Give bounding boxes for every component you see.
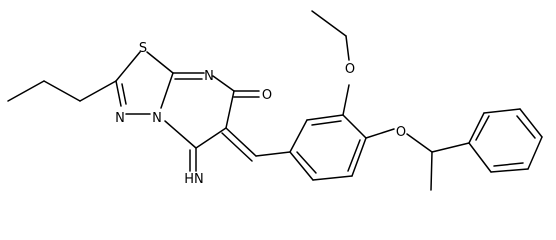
bond-ph3-inner <box>516 115 536 139</box>
bond-oethoxy-ch2 <box>345 35 350 61</box>
bond-s-c7a <box>146 51 174 74</box>
phenylethoxy-group <box>365 128 470 191</box>
bond-ph5 <box>490 168 529 173</box>
atom-label-n8: N <box>204 69 214 84</box>
structure-svg: S N N N O O O HN <box>7 10 543 191</box>
thiadiazole-ring <box>115 51 174 115</box>
bond-ph3 <box>519 108 543 138</box>
propyl-group <box>7 80 117 102</box>
bond-ar-oether <box>365 128 395 139</box>
bond-c7-c6 <box>225 90 235 129</box>
molecule-diagram: S N N N O O O HN <box>7 10 543 191</box>
bond-ethyl <box>311 10 347 37</box>
bond-ar4 <box>351 137 367 177</box>
bond-ar2 <box>306 114 344 121</box>
atom-label-imine: HN <box>184 172 204 187</box>
benzene-ring-central <box>289 114 367 181</box>
bond-ar5 <box>312 175 353 181</box>
bond-ph2 <box>483 108 521 114</box>
bond-c6-c5 <box>195 127 227 149</box>
ethoxy-group <box>311 10 350 116</box>
bond-c7a-n4 <box>160 72 174 109</box>
bond-ph4 <box>527 136 543 170</box>
bond-c2-s <box>115 51 141 82</box>
phenyl-ring <box>468 108 543 173</box>
bond-c2-n3-double <box>121 83 127 105</box>
bond-ar6-inner <box>296 151 317 174</box>
bond-propyl-1 <box>7 80 45 102</box>
bond-ph6 <box>468 142 492 173</box>
bond-propyl-2 <box>43 80 81 102</box>
bond-ph1-inner <box>475 115 490 141</box>
atom-label-n4: N <box>152 111 162 126</box>
pyrimidine-ring <box>164 72 235 149</box>
atom-labels: S N N N O O O HN <box>115 41 406 187</box>
bond-ch-methyl <box>430 151 433 191</box>
bond-ch-aryl <box>255 151 291 157</box>
bond-methylidene-double <box>221 132 253 162</box>
atom-label-n3: N <box>115 111 125 126</box>
bond-ph5-inner <box>493 162 524 167</box>
bond-c2-n3 <box>115 80 122 107</box>
bond-n8-c7 <box>212 75 235 92</box>
bond-ar-oethoxy <box>342 84 350 116</box>
bond-methylidene <box>225 127 257 157</box>
atom-label-o-carbonyl: O <box>262 88 272 103</box>
bond-propyl-3 <box>79 80 117 102</box>
bond-ar4-inner <box>347 139 361 172</box>
atom-label-o-ethoxy: O <box>345 62 355 77</box>
bond-ch-phenyl <box>431 142 470 153</box>
bond-ar2-inner <box>311 120 342 126</box>
bond-ar3 <box>342 114 367 139</box>
bond-oether-ch <box>406 133 433 153</box>
bond-c5-n4 <box>164 120 197 149</box>
atom-label-o-ether: O <box>396 125 406 140</box>
bond-ar1 <box>289 119 308 153</box>
atom-label-s: S <box>139 41 147 56</box>
bond-ph1 <box>468 112 485 144</box>
bond-ar6 <box>289 151 314 181</box>
